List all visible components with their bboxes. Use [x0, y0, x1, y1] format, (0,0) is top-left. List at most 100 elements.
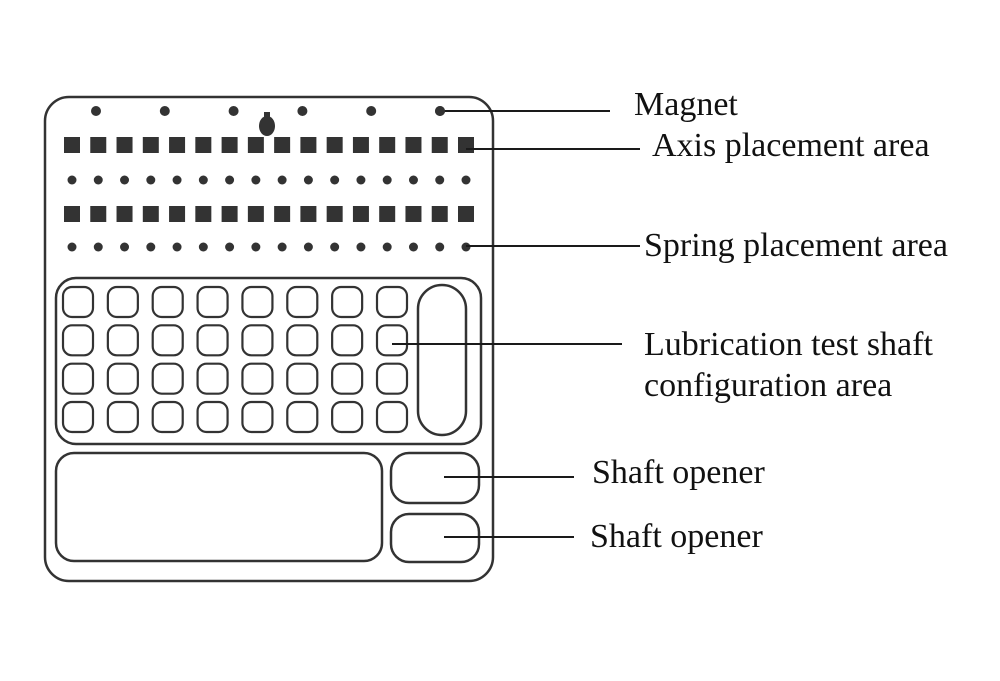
axis-slot — [116, 206, 133, 222]
spring-hole — [435, 175, 445, 185]
axis-placement-area — [64, 137, 474, 222]
lubrication-shaft-cell — [196, 362, 229, 395]
magnet-dot — [297, 106, 308, 116]
lubrication-shaft-cell — [241, 400, 274, 434]
axis-slot — [116, 137, 133, 153]
lubrication-shaft-cell — [151, 362, 184, 395]
axis-slot — [90, 137, 107, 153]
label-shaft-opener-top: Shaft opener — [592, 454, 765, 491]
spring-hole — [172, 175, 182, 185]
spring-hole — [198, 242, 208, 252]
lubrication-shaft-cell — [106, 400, 139, 434]
center-slot — [259, 112, 275, 136]
spring-hole — [303, 175, 313, 185]
axis-slot — [300, 137, 317, 153]
spring-hole — [251, 242, 261, 252]
magnet-dot — [228, 106, 239, 116]
axis-slot — [195, 206, 212, 222]
axis-slot — [195, 137, 212, 153]
spring-hole — [251, 175, 261, 185]
lubrication-shaft-cell — [61, 324, 95, 357]
magnet-dot — [366, 106, 377, 116]
label-shaft-opener-bottom: Shaft opener — [590, 518, 763, 555]
lubrication-shaft-cell — [151, 324, 184, 357]
axis-slot — [352, 206, 369, 222]
spring-placement-area — [67, 175, 471, 252]
spring-hole — [461, 175, 471, 185]
lubrication-tall-slot — [416, 283, 468, 437]
spring-hole — [330, 175, 340, 185]
label-axis-placement-area: Axis placement area — [652, 127, 930, 164]
leader-magnet-dot — [435, 106, 445, 116]
axis-slot — [169, 137, 186, 153]
spring-hole — [93, 175, 103, 185]
axis-slot — [274, 206, 291, 222]
spring-hole — [277, 175, 287, 185]
lubrication-shaft-cell — [331, 324, 364, 357]
lubrication-shaft-cell — [331, 400, 364, 434]
leader-lines — [392, 110, 640, 538]
spring-hole — [382, 175, 392, 185]
tray-outline — [43, 95, 495, 583]
lubrication-shaft-cell — [151, 285, 184, 319]
lubrication-shaft-cell — [375, 400, 409, 434]
spring-hole — [198, 175, 208, 185]
lubrication-shaft-cell — [375, 324, 409, 357]
axis-slot — [221, 137, 238, 153]
spring-hole — [277, 242, 287, 252]
axis-slot — [300, 206, 317, 222]
axis-slot — [326, 137, 343, 153]
lubrication-shaft-cell — [331, 362, 364, 395]
lubrication-panel — [54, 276, 483, 446]
axis-slot — [247, 206, 264, 222]
axis-slot — [247, 137, 264, 153]
axis-slot — [64, 137, 80, 153]
spring-hole — [356, 242, 366, 252]
magnet-dot — [159, 106, 170, 116]
spring-hole — [435, 242, 445, 252]
axis-slot — [405, 206, 422, 222]
label-magnet: Magnet — [634, 86, 738, 123]
lubrication-shaft-cell — [196, 324, 229, 357]
axis-slot — [169, 206, 186, 222]
axis-slot — [274, 137, 291, 153]
lubrication-shaft-cell — [241, 324, 274, 357]
label-lubrication-line-1: Lubrication test shaft — [644, 326, 933, 363]
axis-slot — [90, 206, 107, 222]
lubrication-shaft-cell — [286, 285, 319, 319]
lubrication-shaft-cell — [196, 400, 229, 434]
lubrication-shaft-cell — [375, 285, 409, 319]
lubrication-shaft-cell — [151, 400, 184, 434]
spring-hole — [382, 242, 392, 252]
lubrication-shaft-cell — [61, 285, 95, 319]
axis-slot — [326, 206, 343, 222]
lubrication-shaft-cell — [106, 324, 139, 357]
lubrication-shaft-cell — [61, 362, 95, 395]
label-spring-placement-area: Spring placement area — [644, 227, 948, 264]
axis-slot — [379, 206, 396, 222]
spring-hole — [356, 175, 366, 185]
spring-hole — [303, 242, 313, 252]
lubrication-shaft-cell — [286, 400, 319, 434]
lubrication-shaft-cell — [375, 362, 409, 395]
axis-slot — [431, 137, 448, 153]
lubrication-shaft-cell — [106, 285, 139, 319]
spring-hole — [225, 175, 235, 185]
axis-slot — [352, 137, 369, 153]
large-compartment — [54, 451, 384, 563]
spring-hole — [225, 242, 235, 252]
lubrication-shaft-cell — [241, 362, 274, 395]
spring-hole — [146, 175, 156, 185]
axis-slot — [405, 137, 422, 153]
axis-slot — [458, 206, 474, 222]
spring-hole — [93, 242, 103, 252]
spring-hole — [67, 242, 77, 252]
spring-hole — [172, 242, 182, 252]
spring-hole — [146, 242, 156, 252]
lubrication-shaft-grid — [61, 285, 409, 434]
spring-hole — [408, 242, 418, 252]
spring-hole — [408, 175, 418, 185]
axis-slot — [142, 206, 159, 222]
spring-hole — [330, 242, 340, 252]
